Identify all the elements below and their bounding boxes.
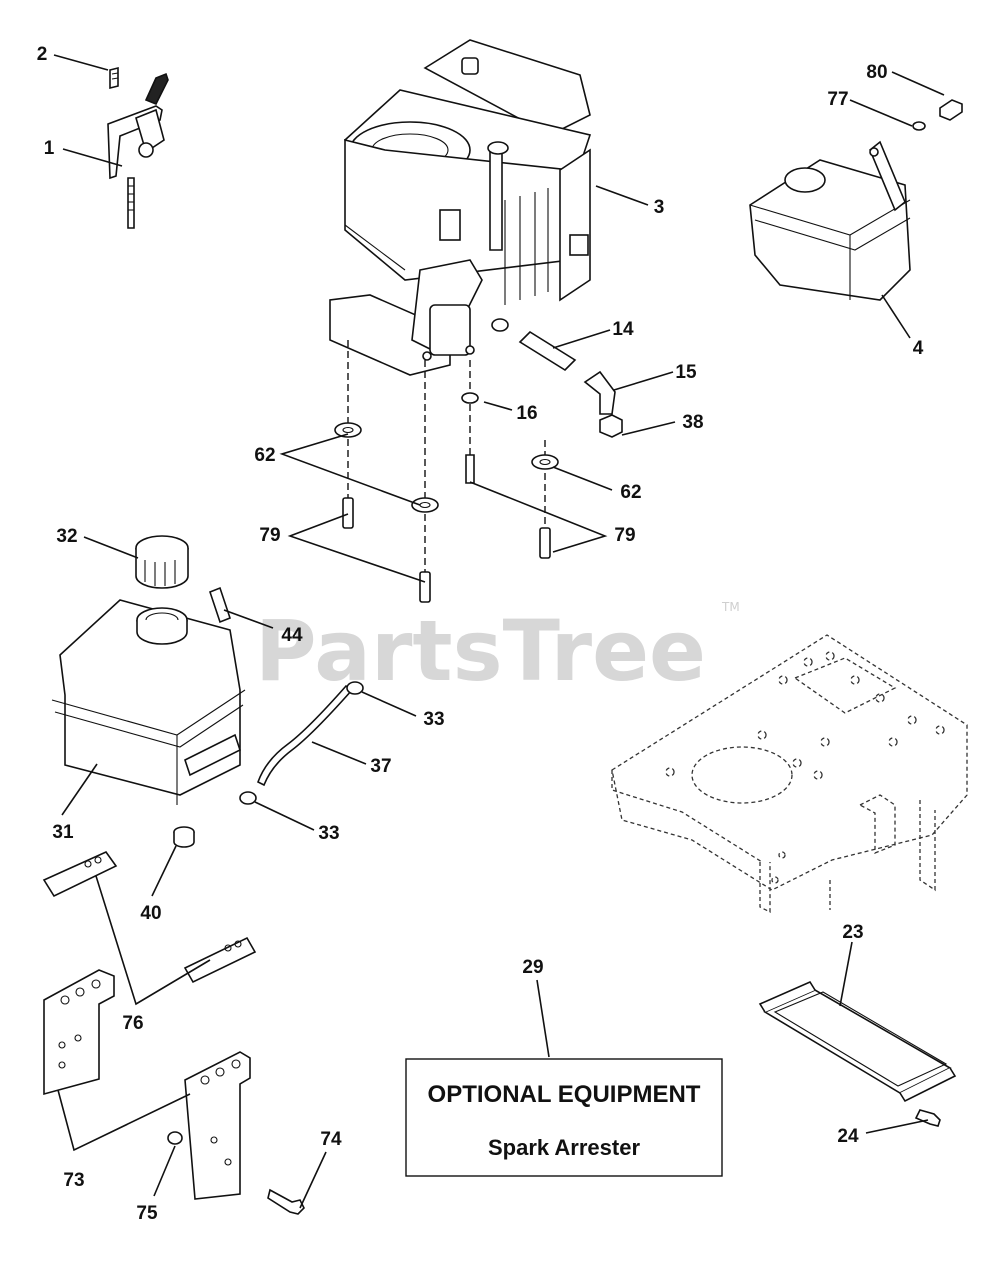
callout-label: 31	[52, 822, 74, 843]
callout-label: 15	[675, 362, 697, 383]
callout-label: 44	[281, 625, 303, 646]
washer-part	[334, 422, 362, 438]
screw-part	[209, 586, 231, 624]
callout-label: 37	[370, 756, 391, 777]
callout-label: 1	[44, 138, 55, 159]
callout-label: 32	[56, 526, 77, 547]
optional-equipment-subtitle: Spark Arrester	[488, 1135, 640, 1160]
fuel-tank-part	[51, 535, 246, 805]
throttle-control-part	[107, 66, 169, 229]
callout-label: 76	[122, 1013, 143, 1034]
callout-label: 73	[63, 1170, 84, 1191]
bolt-part	[267, 1188, 305, 1215]
nut-part	[167, 1131, 183, 1145]
frame-part	[611, 634, 968, 914]
fuel-fittings-part	[461, 318, 623, 484]
callout-label: 79	[614, 525, 635, 546]
optional-equipment-title: OPTIONAL EQUIPMENT	[428, 1081, 701, 1108]
callout-label: 16	[516, 403, 537, 424]
callout-label: 23	[842, 922, 863, 943]
fuel-line-part	[257, 684, 354, 787]
callout-label: 62	[620, 482, 641, 503]
muffler-part	[749, 99, 963, 301]
callout-label: 74	[320, 1129, 342, 1150]
callout-label: 14	[612, 319, 634, 340]
callout-label: 33	[318, 823, 339, 844]
callout-label: 75	[136, 1203, 158, 1224]
hose-clamp-part	[346, 681, 364, 695]
callout-label: 62	[254, 445, 275, 466]
watermark-trademark: TM	[721, 600, 740, 614]
washer-part	[531, 454, 559, 470]
bolt-part	[342, 497, 551, 603]
hose-clamp-part	[239, 791, 257, 805]
callout-label: 4	[913, 338, 924, 359]
callout-label: 38	[682, 412, 703, 433]
watermark-text: PartsTree	[255, 602, 706, 700]
callout-label: 24	[837, 1126, 859, 1147]
callout-label: 77	[827, 89, 848, 110]
callout-label: 80	[866, 62, 887, 83]
washer-part	[411, 497, 439, 513]
callout-label: 2	[37, 44, 48, 65]
engine-part	[329, 39, 592, 376]
callout-label: 3	[654, 197, 665, 218]
callout-labels: 2 1 3 4 14 15 16 23 24 29 31 32 33 33 37…	[37, 44, 924, 1224]
leader-lines	[53, 54, 945, 1209]
tank-bracket-part	[43, 969, 251, 1200]
spark-arrester-screen-part	[758, 980, 957, 1127]
callout-label: 79	[259, 525, 280, 546]
callout-label: 40	[140, 903, 161, 924]
optional-equipment-box	[405, 1058, 723, 1177]
grommet-part	[173, 826, 195, 848]
tank-strap-part	[42, 851, 257, 984]
callout-label: 33	[423, 709, 444, 730]
callout-label: 29	[522, 957, 543, 978]
